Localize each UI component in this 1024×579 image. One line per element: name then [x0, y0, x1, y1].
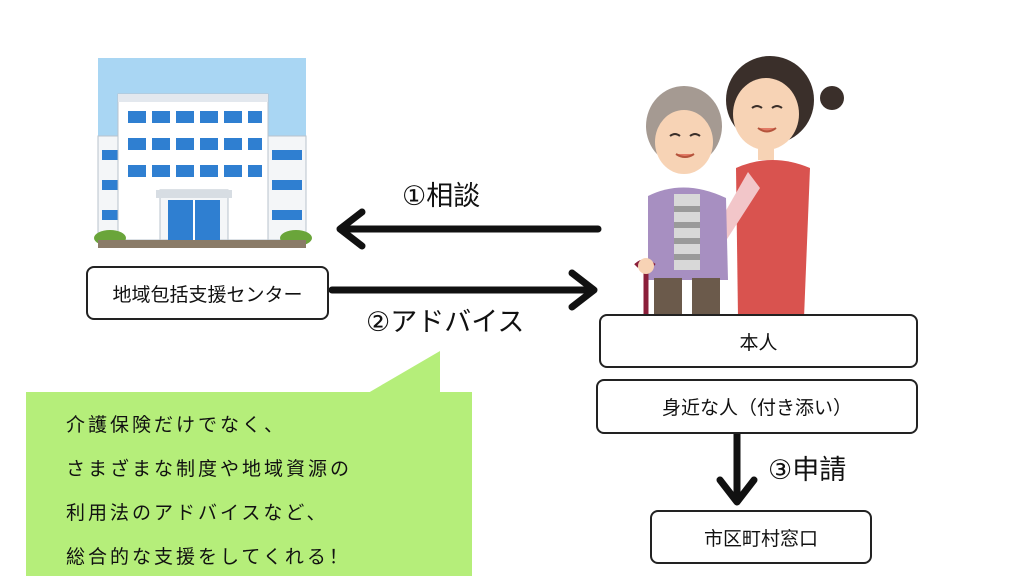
companion-node: 身近な人（付き添い）: [596, 379, 918, 434]
apply-arrow: [716, 430, 758, 506]
consult-arrow: [336, 208, 602, 250]
callout-line: 利用法のアドバイスなど、: [66, 502, 329, 524]
callout-line: 介護保険だけでなく、: [66, 414, 287, 436]
center-node: 地域包括支援センター: [86, 266, 329, 320]
advice-label: ②アドバイス: [366, 307, 525, 338]
consult-label: ①相談: [402, 181, 481, 212]
apply-label: ③申請: [768, 455, 847, 486]
callout-tail: [368, 351, 440, 393]
person-node: 本人: [599, 314, 918, 368]
callout-line: 総合的な支援をしてくれる！: [66, 546, 351, 568]
callout-text: 介護保険だけでなく、 さまざまな制度や地域資源の 利用法のアドバイスなど、 総合…: [66, 403, 352, 579]
municipal-window-node: 市区町村窓口: [650, 510, 872, 564]
advice-callout: [26, 392, 472, 576]
callout-line: さまざまな制度や地域資源の: [66, 458, 353, 480]
